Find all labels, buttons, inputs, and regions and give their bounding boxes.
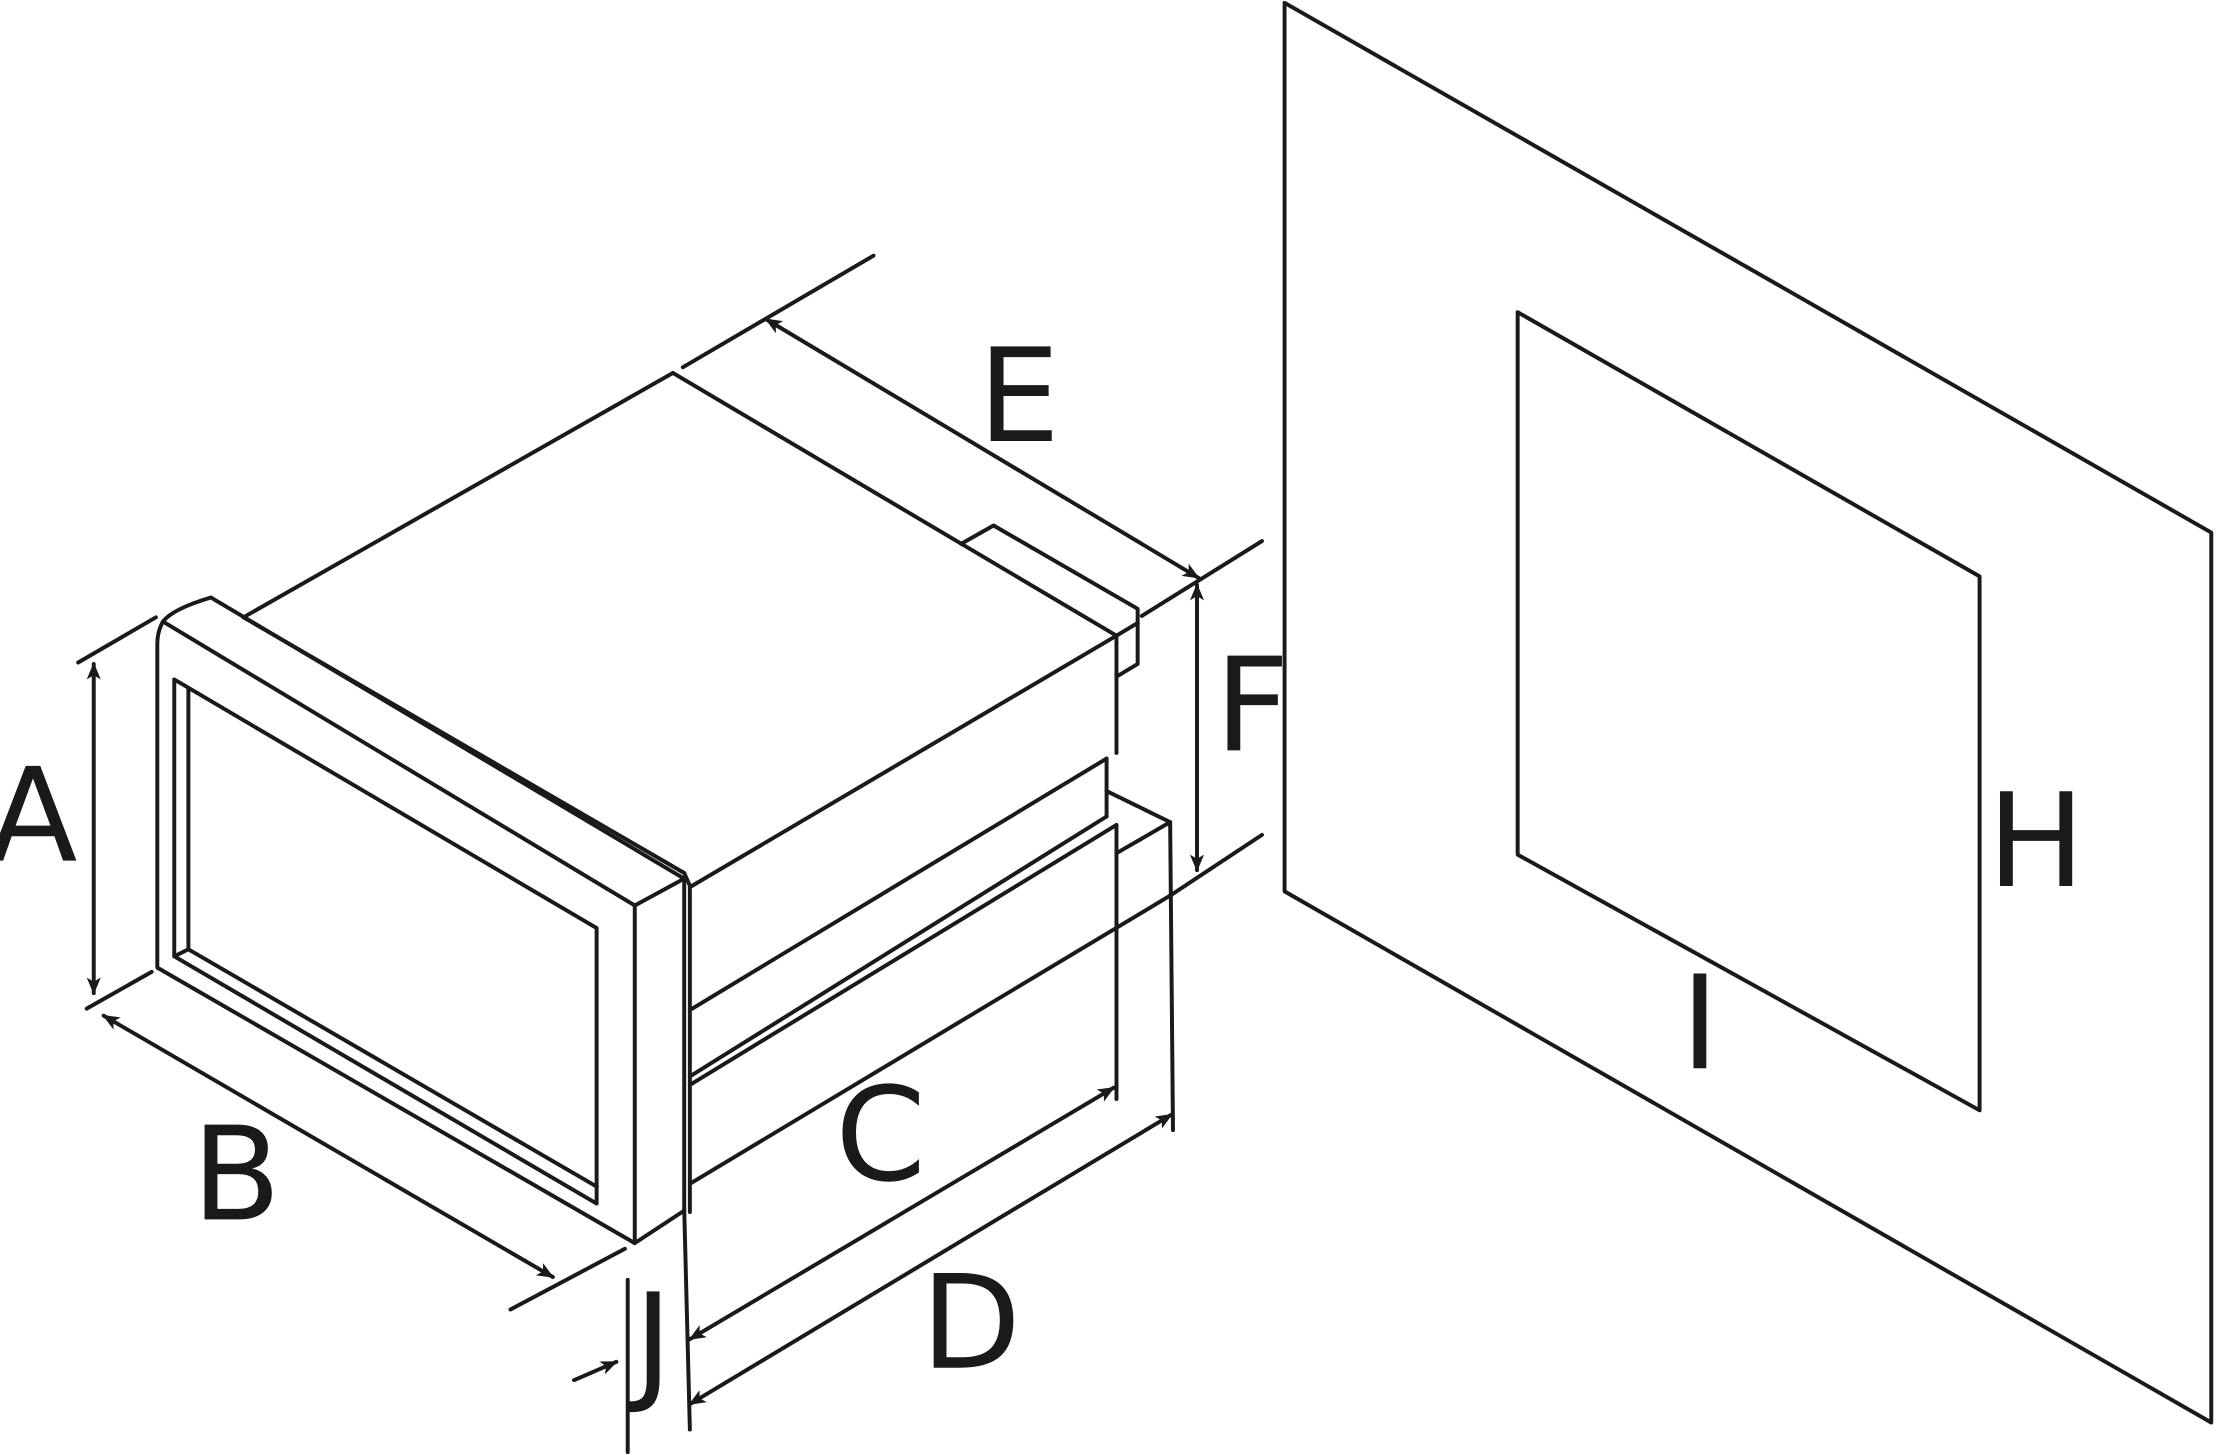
- panel-cutout: [1515, 310, 1982, 1113]
- label-f: F: [1215, 629, 1290, 781]
- housing-rear-step: [959, 523, 1173, 856]
- label-d: D: [921, 1247, 1021, 1399]
- dimension-j: [572, 1207, 692, 1455]
- label-i: I: [1681, 947, 1719, 1099]
- label-a: A: [0, 740, 77, 892]
- dimension-e: [680, 253, 1264, 618]
- label-e: E: [978, 320, 1060, 472]
- mounting-panel: [1282, 0, 2214, 1425]
- dimension-f: [1168, 582, 1264, 898]
- dimension-a: [76, 615, 158, 1011]
- label-b: B: [192, 1098, 281, 1250]
- dimension-d: [687, 1112, 1174, 1407]
- label-j: J: [627, 1265, 672, 1417]
- label-h: H: [1987, 765, 2085, 917]
- housing-side-face: [687, 633, 1175, 1215]
- label-c: C: [835, 1059, 926, 1211]
- front-bezel: [155, 595, 687, 1246]
- dimension-b: [101, 1013, 627, 1312]
